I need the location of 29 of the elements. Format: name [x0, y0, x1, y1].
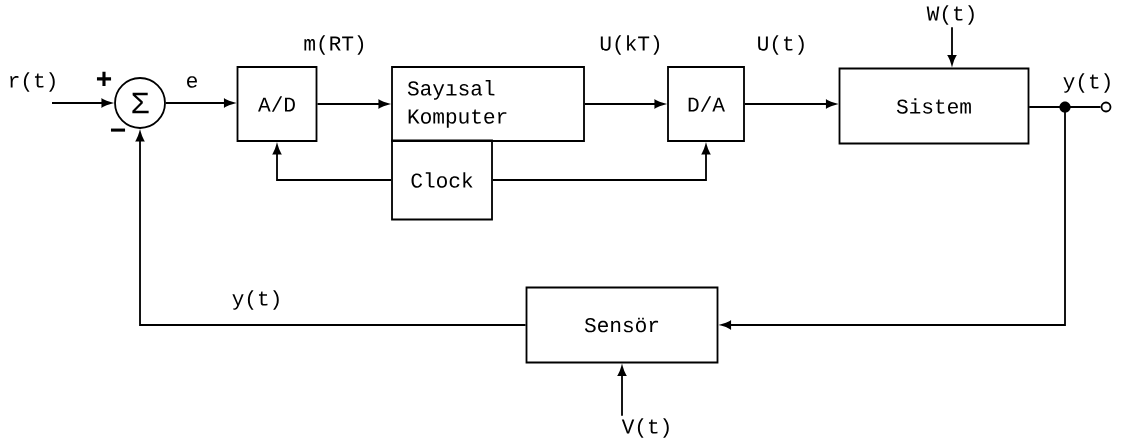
edge-label: U(kT)	[597, 33, 665, 57]
process-box: Sayısal Komputer	[391, 66, 585, 142]
arrow	[617, 366, 627, 417]
arrow	[165, 98, 234, 108]
process-box: D/A	[667, 66, 745, 142]
arrow	[744, 99, 836, 109]
signal-label: V(t)	[621, 418, 669, 438]
process-box: Clock	[391, 139, 493, 221]
arrow	[584, 99, 665, 109]
arrow	[135, 131, 527, 326]
arrow	[272, 144, 392, 181]
arrow	[492, 144, 711, 181]
arrow	[51, 98, 112, 108]
arrow	[947, 26, 957, 65]
edge-label: y(t)	[230, 288, 284, 312]
edge-label: m(RT)	[301, 33, 369, 57]
sign-label: +	[96, 71, 112, 87]
edge-label: r(t)	[6, 70, 60, 94]
sign-label: −	[110, 128, 126, 132]
edge-label: y(t)	[1061, 71, 1115, 95]
signal-label: W(t)	[926, 5, 974, 25]
edge-label: U(t)	[755, 33, 809, 57]
arrow	[721, 106, 1066, 330]
edge-label: e	[184, 74, 200, 90]
arrow	[316, 99, 389, 109]
process-box: Sistem	[838, 67, 1030, 145]
summing-junction: Σ	[114, 77, 166, 129]
process-box: A/D	[236, 66, 318, 142]
process-box: Sensör	[525, 286, 719, 364]
